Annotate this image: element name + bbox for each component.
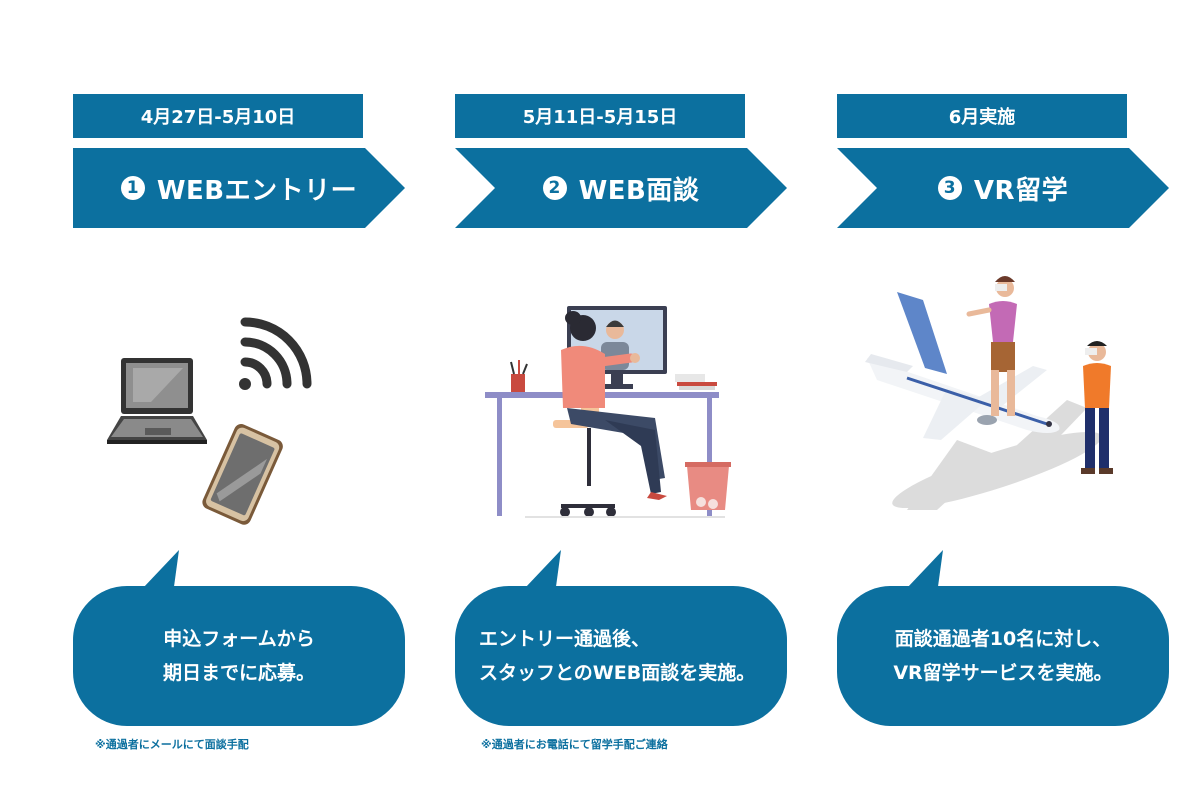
step-title: VR留学 [973, 175, 1069, 206]
laptop-wifi-smartphone-illustration [73, 270, 405, 530]
speech-bubble-shape [455, 550, 787, 726]
monitor-icon [567, 306, 667, 389]
bubble-line-2: スタッフとのWEB面談を実施。 [479, 662, 756, 684]
step-number-icon: 3 [937, 176, 962, 200]
trash-bin-icon [685, 462, 731, 510]
speech-bubble: 面談通過者10名に対し、 VR留学サービスを実施。 [837, 548, 1169, 728]
bubble-text: 申込フォームから 期日までに応募。 [73, 586, 405, 726]
bubble-text: 面談通過者10名に対し、 VR留学サービスを実施。 [837, 586, 1169, 726]
speech-bubble: 申込フォームから 期日までに応募。 [73, 548, 405, 728]
laptop-icon [107, 358, 207, 444]
bubble-line-2: 期日までに応募。 [162, 662, 315, 684]
step-header-arrow: 3 VR留学 [837, 148, 1169, 228]
bubble-line-2: VR留学サービスを実施。 [893, 662, 1113, 684]
footnote: ※通過者にメールにて面談手配 [95, 738, 249, 751]
bubble-line-1: 申込フォームから [163, 628, 315, 650]
wifi-icon [239, 317, 312, 390]
step-title-wrap: 1 WEBエントリー [73, 148, 405, 228]
step-header-arrow: 2 WEB面談 [455, 148, 787, 228]
step-title: WEBエントリー [156, 175, 358, 206]
speech-bubble-shape [837, 550, 1169, 726]
step-number-icon: 1 [120, 176, 145, 200]
arrow-shape [455, 148, 787, 228]
step-title-wrap: 3 VR留学 [837, 148, 1169, 228]
arrow-shape [837, 148, 1169, 228]
step-column-2: 5月11日-5月15日 2 WEB面談 [455, 0, 787, 800]
step-date: 5月11日-5月15日 [455, 94, 745, 138]
footnote: ※通過者にお電話にて留学手配ご連絡 [481, 738, 668, 751]
step-date: 6月実施 [837, 94, 1127, 138]
pen-cup-icon [511, 374, 525, 392]
step-number-icon: 2 [542, 176, 567, 200]
bubble-line-1: エントリー通過後、 [479, 628, 651, 650]
step-column-1: 4月27日-5月10日 1 WEBエントリー [73, 0, 405, 800]
bubble-line-1: 面談通過者10名に対し、 [894, 628, 1112, 650]
woman-video-call-illustration [455, 270, 787, 530]
woman-figure-icon [561, 311, 667, 500]
smartphone-icon [202, 423, 283, 525]
speech-bubble: エントリー通過後、 スタッフとのWEB面談を実施。 [455, 548, 787, 728]
bubble-text: エントリー通過後、 スタッフとのWEB面談を実施。 [455, 586, 787, 726]
step-header-arrow: 1 WEBエントリー [73, 148, 405, 228]
man-vr-figure-icon [1081, 341, 1113, 474]
airplane-icon [865, 292, 1060, 440]
step-column-3: 6月実施 3 VR留学 [837, 0, 1169, 800]
step-title: WEB面談 [578, 175, 700, 206]
woman-vr-figure-icon [966, 276, 1017, 416]
arrow-shape [73, 148, 405, 228]
speech-bubble-shape [73, 550, 405, 726]
step-date: 4月27日-5月10日 [73, 94, 363, 138]
step-title-wrap: 2 WEB面談 [455, 148, 787, 228]
airplane-vr-illustration [837, 270, 1169, 530]
